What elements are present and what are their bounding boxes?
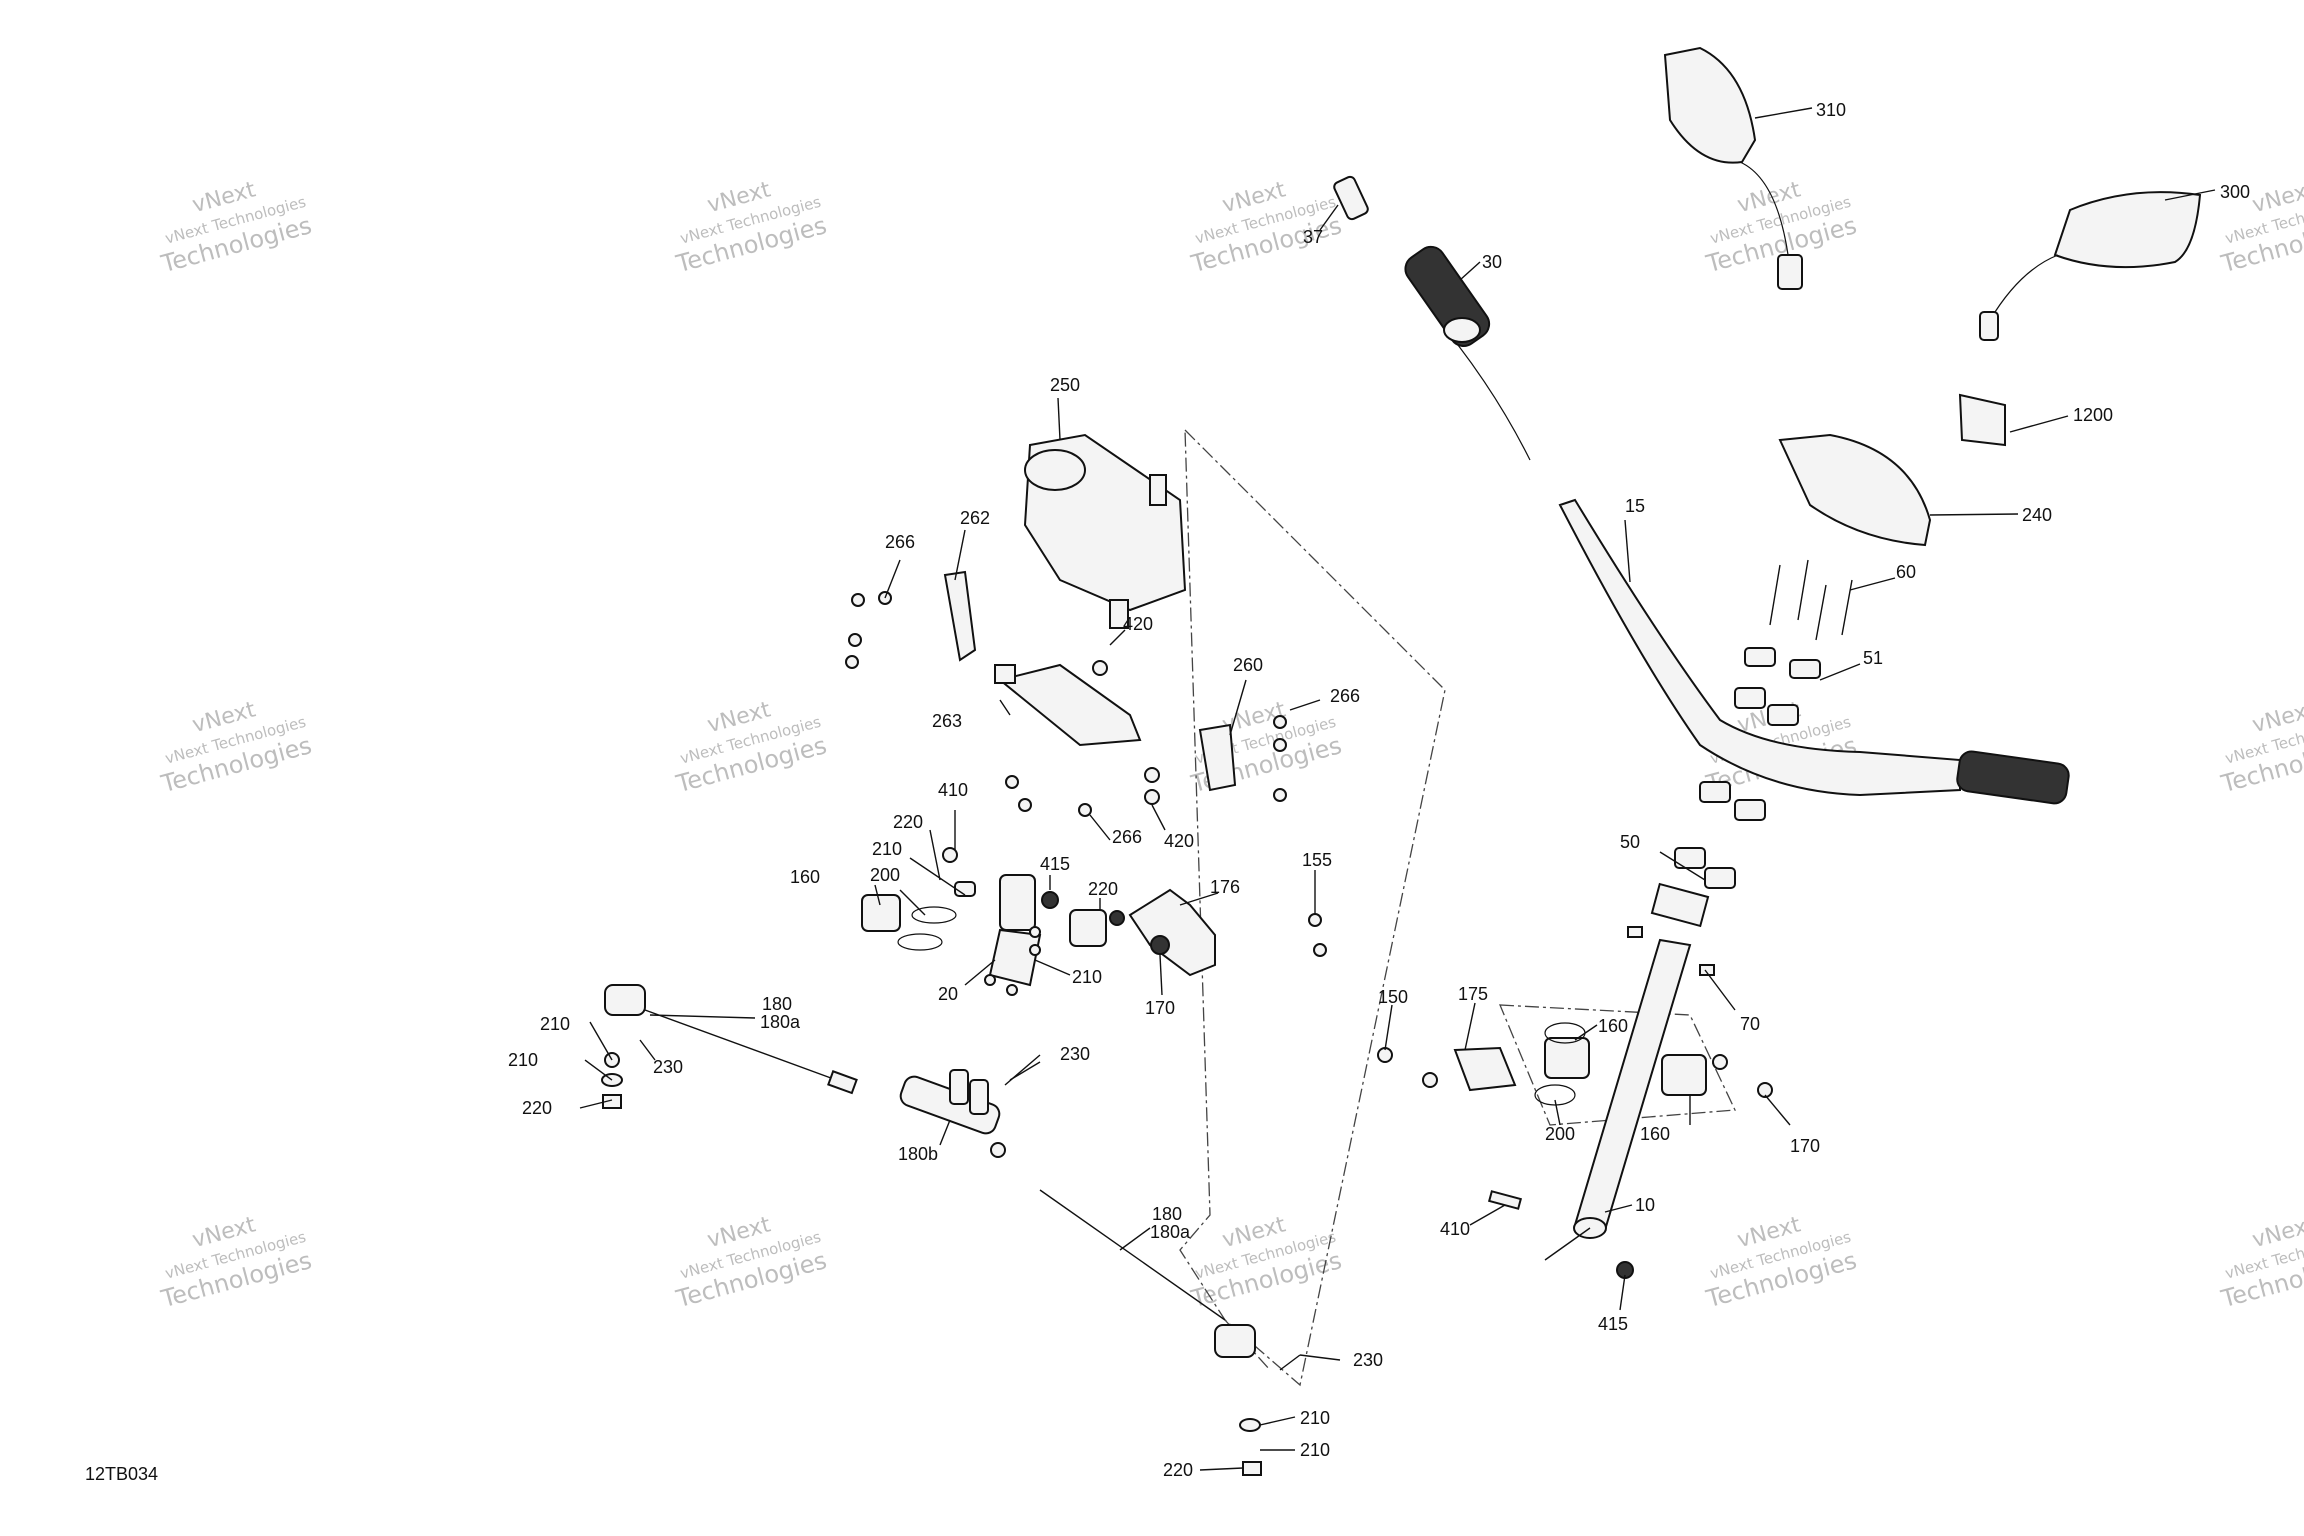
- callout-155: 155: [1302, 850, 1332, 870]
- clamps: [1674, 647, 1821, 889]
- callout-220d: 220: [1163, 1460, 1193, 1480]
- callout-30: 30: [1482, 252, 1502, 272]
- bar-end: [1333, 175, 1369, 221]
- callout-175: 175: [1458, 984, 1488, 1004]
- callout-210c: 210: [540, 1014, 570, 1034]
- callout-1200: 1200: [2073, 405, 2113, 425]
- handlebar-cover: [1778, 433, 1932, 547]
- steering-column: [1544, 882, 1710, 1261]
- callout-70: 70: [1740, 1014, 1760, 1034]
- mount-brackets: [943, 570, 1237, 792]
- callout-10: 10: [1635, 1195, 1655, 1215]
- callout-180-lower: 180: [1152, 1204, 1182, 1224]
- callout-180a-lower: 180a: [1150, 1222, 1191, 1242]
- nuts-70: [1627, 926, 1715, 976]
- callout-420a: 420: [1123, 614, 1153, 634]
- callout-415b: 415: [1598, 1314, 1628, 1334]
- handlebar: [1558, 498, 2070, 805]
- callout-60: 60: [1896, 562, 1916, 582]
- callout-266c: 266: [1112, 827, 1142, 847]
- steering-gear: [1023, 433, 1187, 629]
- callout-200a: 200: [870, 865, 900, 885]
- callout-160a: 160: [790, 867, 820, 887]
- callout-230a: 230: [653, 1057, 683, 1077]
- callout-260: 260: [1233, 655, 1263, 675]
- drawing-code: 12TB034: [85, 1464, 158, 1484]
- mirror-right: [1979, 191, 2202, 341]
- fasteners-266: [845, 591, 1287, 817]
- callout-220a: 220: [893, 812, 923, 832]
- callout-266a: 266: [885, 532, 915, 552]
- callout-180a-sub: 180a: [760, 1012, 801, 1032]
- bolts-60: [1769, 559, 1853, 641]
- callout-230c: 230: [1353, 1350, 1383, 1370]
- callout-176: 176: [1210, 877, 1240, 897]
- callout-15: 15: [1625, 496, 1645, 516]
- callout-220c: 220: [522, 1098, 552, 1118]
- callout-180a-top: 180: [762, 994, 792, 1014]
- callout-170a: 170: [1145, 998, 1175, 1018]
- left-grip: [1404, 245, 1531, 461]
- callout-50: 50: [1620, 832, 1640, 852]
- leader-lines: [579, 107, 2216, 1471]
- callout-300: 300: [2220, 182, 2250, 202]
- callout-200b: 200: [1545, 1124, 1575, 1144]
- callout-37: 37: [1303, 227, 1323, 247]
- center-link: [899, 1069, 1006, 1158]
- callout-20: 20: [938, 984, 958, 1004]
- bracket-176: [1128, 888, 1327, 977]
- pitman-arm: [861, 847, 1125, 996]
- callout-415a: 415: [1040, 854, 1070, 874]
- callout-230b: 230: [1060, 1044, 1090, 1064]
- callout-160c: 160: [1640, 1124, 1670, 1144]
- callout-210a: 210: [872, 839, 902, 859]
- callout-266b: 266: [1330, 686, 1360, 706]
- callout-250: 250: [1050, 375, 1080, 395]
- callout-410b: 410: [1440, 1219, 1470, 1239]
- callout-150: 150: [1378, 987, 1408, 1007]
- callout-410a: 410: [938, 780, 968, 800]
- callout-262: 262: [960, 508, 990, 528]
- callout-220b: 220: [1088, 879, 1118, 899]
- callout-310: 310: [1816, 100, 1846, 120]
- callout-240: 240: [2022, 505, 2052, 525]
- callout-420b: 420: [1164, 831, 1194, 851]
- callout-160b: 160: [1598, 1016, 1628, 1036]
- tie-rod-upper: [601, 984, 858, 1109]
- bracket-1200: [1958, 393, 2006, 447]
- callout-210d: 210: [508, 1050, 538, 1070]
- callout-263: 263: [932, 711, 962, 731]
- column-bracket: [1377, 1022, 1773, 1279]
- mirror-left: [1663, 46, 1803, 290]
- callout-210f: 210: [1300, 1440, 1330, 1460]
- callout-210b: 210: [1072, 967, 1102, 987]
- callout-210e: 210: [1300, 1408, 1330, 1428]
- callout-51: 51: [1863, 648, 1883, 668]
- callout-170b: 170: [1790, 1136, 1820, 1156]
- callout-labels: 310 300 37 30 1200 250 240 15 60 262 266…: [508, 100, 2250, 1480]
- callout-180b: 180b: [898, 1144, 938, 1164]
